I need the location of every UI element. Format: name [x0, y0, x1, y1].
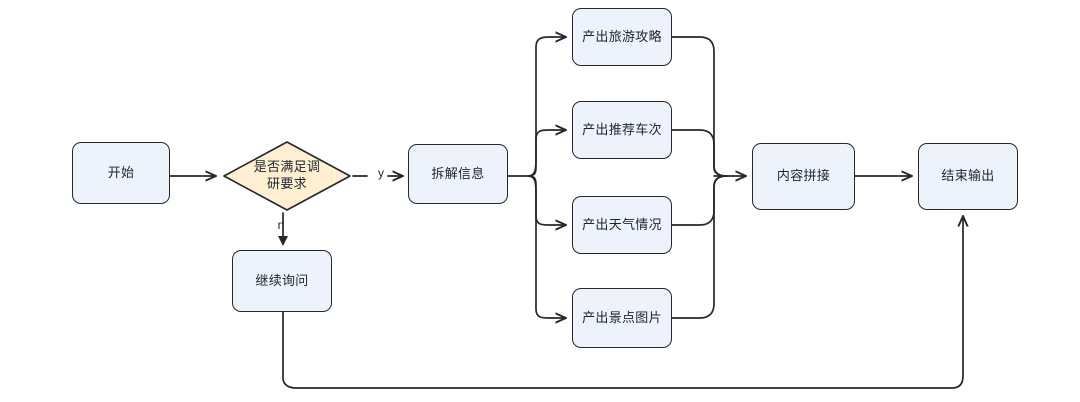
node-train-recommendation-label: 产出推荐车次 — [582, 121, 662, 137]
edge-split-weather — [527, 175, 566, 225]
node-weather[interactable]: 产出天气情况 — [572, 196, 672, 254]
node-weather-label: 产出天气情况 — [582, 216, 662, 232]
node-content-merge[interactable]: 内容拼接 — [752, 143, 855, 210]
node-scenery-photos-label: 产出景点图片 — [582, 309, 662, 325]
edge-ask-output — [282, 216, 963, 389]
edge-split-train — [527, 130, 566, 177]
node-decision-label: 是否满足调研要求 — [253, 159, 321, 191]
node-continue-ask[interactable]: 继续询问 — [232, 250, 332, 312]
node-start[interactable]: 开始 — [72, 142, 170, 204]
edge-split-guide — [527, 37, 566, 177]
edge-split-photos — [527, 175, 566, 318]
node-split-info-label: 拆解信息 — [431, 165, 485, 181]
edge-train-merge — [671, 129, 728, 177]
edge-guide-merge — [671, 36, 728, 177]
node-content-merge-label: 内容拼接 — [776, 168, 831, 184]
node-travel-guide-label: 产出旅游攻略 — [582, 28, 662, 44]
node-continue-ask-label: 继续询问 — [255, 272, 309, 288]
node-train-recommendation[interactable]: 产出推荐车次 — [572, 101, 672, 159]
diamond-shape — [223, 141, 351, 211]
node-final-output-label: 结束输出 — [941, 168, 995, 184]
edge-label-no: n — [277, 218, 285, 232]
node-split-info[interactable]: 拆解信息 — [408, 144, 508, 204]
edge-weather-merge — [671, 175, 728, 226]
node-start-label: 开始 — [107, 164, 135, 180]
node-travel-guide[interactable]: 产出旅游攻略 — [572, 8, 672, 66]
edge-photos-merge — [671, 175, 728, 319]
node-decision[interactable]: 是否满足调研要求 — [222, 140, 352, 212]
node-final-output[interactable]: 结束输出 — [918, 143, 1018, 210]
node-scenery-photos[interactable]: 产出景点图片 — [572, 288, 672, 348]
edge-label-yes: y — [378, 166, 384, 180]
